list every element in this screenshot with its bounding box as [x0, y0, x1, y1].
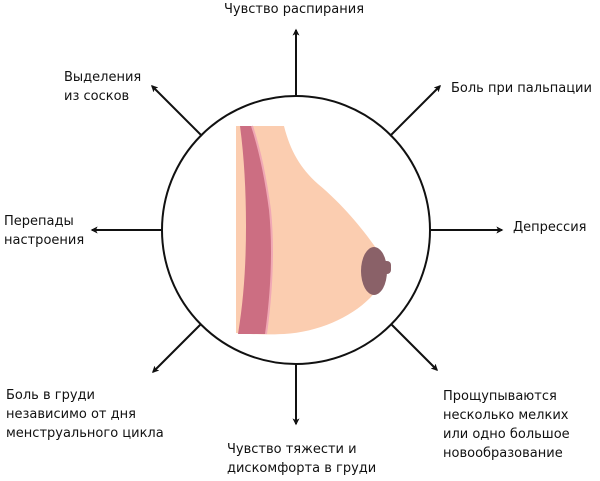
label-line: независимо от дня	[6, 407, 136, 422]
arrow-top-right	[389, 85, 441, 137]
label-line: Перепады	[4, 214, 74, 229]
arrow-bottom-right	[390, 323, 438, 371]
chest-wall	[238, 126, 273, 334]
arrow-top-left	[151, 85, 203, 137]
label-line: из сосков	[64, 89, 130, 104]
label-line: Боль в груди	[6, 388, 95, 403]
label-top: Чувство распирания	[224, 0, 364, 19]
label-line: Чувство тяжести и	[227, 442, 357, 457]
label-bottom-left: Боль в груди независимо от дня менструал…	[6, 386, 164, 443]
areola	[361, 247, 387, 295]
label-bottom: Чувство тяжести и дискомфорта в груди	[227, 440, 376, 478]
label-line: Прощупываются	[443, 389, 557, 404]
label-bottom-right: Прощупываются несколько мелких или одно …	[443, 387, 570, 463]
arrows	[90, 28, 504, 426]
label-top-right: Боль при пальпации	[451, 79, 592, 98]
label-line: менструального цикла	[6, 426, 164, 441]
label-line: настроения	[4, 233, 85, 248]
chest-wall-edge	[251, 125, 274, 335]
label-line: дискомфорта в груди	[227, 461, 377, 476]
breast-illustration	[236, 125, 391, 335]
label-line: Выделения	[64, 70, 142, 85]
label-line: несколько мелких	[443, 408, 569, 423]
label-line: Депрессия	[513, 220, 587, 235]
label-left: Перепады настроения	[4, 212, 84, 250]
label-line: или одно большое	[443, 427, 570, 442]
label-line: Чувство распирания	[224, 2, 365, 17]
arrow-bottom-left	[152, 323, 202, 373]
label-line: новообразование	[443, 446, 563, 461]
nipple	[381, 261, 391, 274]
skin-shape	[236, 126, 383, 335]
label-right: Депрессия	[513, 218, 586, 237]
label-line: Боль при пальпации	[451, 81, 592, 96]
label-top-left: Выделения из сосков	[64, 68, 141, 106]
